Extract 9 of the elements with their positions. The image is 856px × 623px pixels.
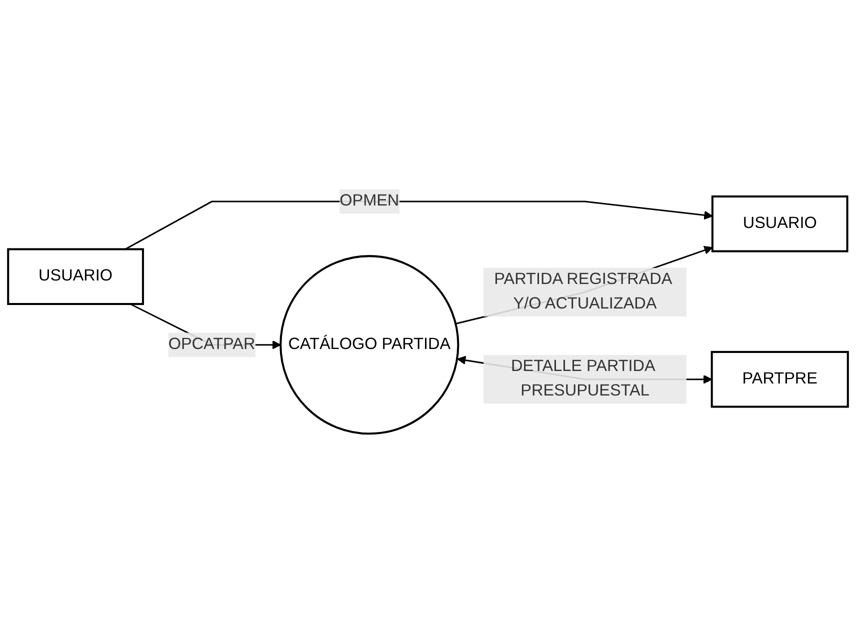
node-box: USUARIO bbox=[711, 195, 848, 252]
node-box: USUARIO bbox=[7, 248, 144, 306]
edge-label: OPMEN bbox=[340, 192, 400, 210]
node-circle: CATÁLOGO PARTIDA bbox=[280, 255, 460, 435]
edge-label: DETALLE PARTIDA PRESUPUESTAL bbox=[511, 358, 654, 400]
edge-label: OPCATPAR bbox=[168, 336, 256, 353]
node-box: PARTPRE bbox=[710, 350, 849, 408]
arrow bbox=[124, 200, 713, 250]
edge-label: PARTIDA REGISTRADA Y/O ACTUALIZADA bbox=[494, 270, 672, 312]
